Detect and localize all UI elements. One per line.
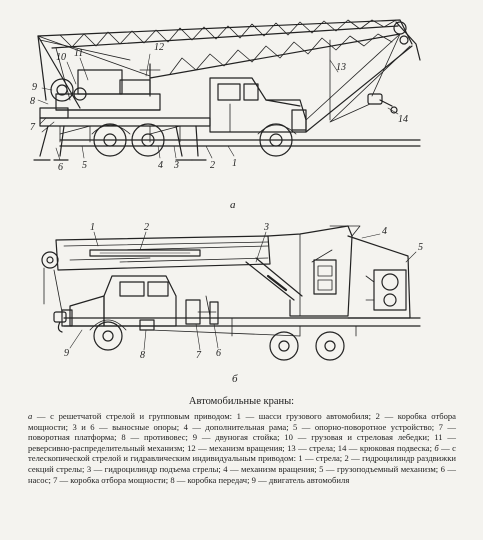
top-label-8: 8 bbox=[30, 96, 35, 107]
top-figure-labels: 10 11 12 9 8 13 14 7 6 5 4 3 2 1 а bbox=[30, 42, 408, 211]
top-label-7: 7 bbox=[30, 122, 36, 133]
top-label-6: 6 bbox=[58, 162, 63, 173]
legend-part-b-text: — с телескопической стрелой и гидравличе… bbox=[28, 442, 456, 485]
top-label-11: 11 bbox=[74, 48, 83, 59]
caption-title: Автомобильные краны: bbox=[188, 396, 295, 407]
top-label-13: 13 bbox=[336, 62, 346, 73]
lattice-boom-crane bbox=[33, 19, 421, 161]
bottom-label-4: 4 bbox=[382, 226, 387, 237]
part-label-b: б bbox=[232, 373, 238, 385]
top-label-2: 2 bbox=[210, 160, 215, 171]
bottom-figure-labels: 1 2 3 4 5 9 8 7 6 б bbox=[64, 222, 423, 385]
bottom-label-2: 2 bbox=[144, 222, 149, 233]
top-label-9: 9 bbox=[32, 82, 37, 93]
legend-part-a-lead: а bbox=[28, 411, 33, 421]
bottom-label-1: 1 bbox=[90, 222, 95, 233]
top-label-4: 4 bbox=[158, 160, 163, 171]
part-label-a: а bbox=[230, 199, 236, 211]
legend-part-a-text: — с решетчатой стрелой и групповым приво… bbox=[28, 411, 456, 453]
top-label-14: 14 bbox=[398, 114, 408, 125]
bottom-label-8: 8 bbox=[140, 350, 145, 361]
legend-part-b-lead: б bbox=[434, 442, 439, 453]
bottom-label-5: 5 bbox=[418, 242, 423, 253]
telescopic-boom-crane bbox=[41, 225, 421, 361]
crane-diagram: 10 11 12 9 8 13 14 7 6 5 4 3 2 1 а 1 2 3… bbox=[30, 19, 423, 385]
top-label-3: 3 bbox=[173, 160, 179, 171]
bottom-label-3: 3 bbox=[263, 222, 269, 233]
hook-block bbox=[367, 93, 398, 114]
bottom-label-9: 9 bbox=[64, 348, 69, 359]
top-label-5: 5 bbox=[82, 160, 87, 171]
top-label-1: 1 bbox=[232, 158, 237, 169]
caption-legend: а — с решетчатой стрелой и групповым при… bbox=[28, 411, 456, 485]
top-label-10: 10 bbox=[56, 52, 66, 63]
top-label-12: 12 bbox=[154, 42, 164, 53]
bottom-label-6: 6 bbox=[216, 348, 221, 359]
bottom-label-7: 7 bbox=[196, 350, 202, 361]
